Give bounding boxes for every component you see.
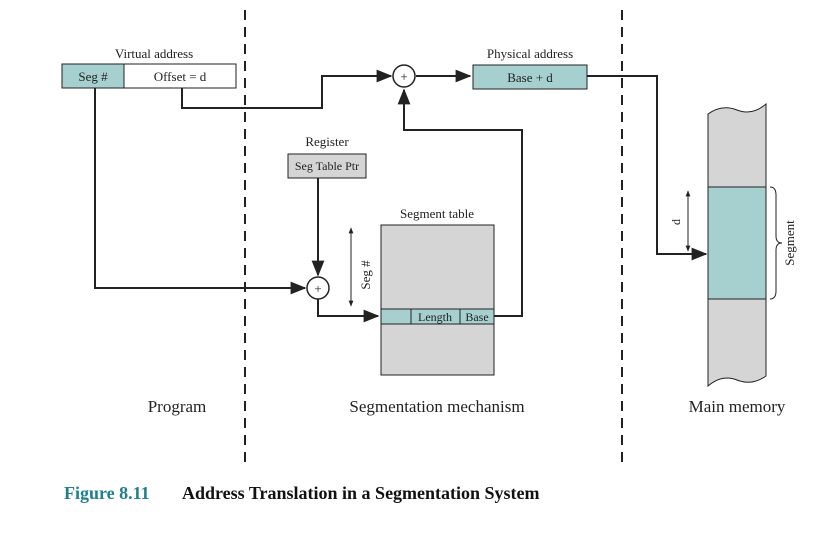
base-to-adder-arrow (397, 88, 523, 317)
seg-field-label: Seg # (78, 69, 108, 84)
base-plus-d-label: Base + d (507, 70, 553, 85)
length-label: Length (418, 310, 452, 324)
d-label: d (669, 219, 683, 225)
seg-table-ptr-label: Seg Table Ptr (295, 159, 359, 173)
adder-to-entry-arrow (317, 299, 380, 323)
region-mechanism: Segmentation mechanism (349, 397, 524, 416)
offset-field-label: Offset = d (154, 69, 207, 84)
seg-index-label: Seg # (358, 260, 373, 290)
seg-table-ptr-box (287, 153, 367, 179)
table-adder-plus: + (314, 281, 321, 296)
region-program: Program (148, 397, 207, 416)
physical-adder-plus: + (400, 69, 407, 84)
region-memory: Main memory (689, 397, 786, 416)
physical-address-label: Physical address (487, 46, 573, 61)
segment-table-box (380, 224, 495, 376)
physical-address-box (472, 64, 588, 90)
offset-to-adder-arrow (181, 69, 393, 109)
segment-table-label: Segment table (400, 206, 474, 221)
virtual-address-label: Virtual address (115, 46, 193, 61)
segment-label: Segment (782, 220, 797, 266)
memory-segment (707, 186, 767, 300)
physical-adder (392, 64, 416, 88)
seg-to-adder-arrow (94, 88, 307, 295)
figure-number: Figure 8.11 (64, 483, 150, 503)
segment-brace (769, 186, 783, 300)
figure-title: Address Translation in a Segmentation Sy… (182, 483, 540, 503)
physical-to-memory-arrow (587, 75, 708, 261)
offset-field-box (123, 63, 237, 89)
register-label: Register (305, 134, 349, 149)
base-label: Base (465, 310, 488, 324)
